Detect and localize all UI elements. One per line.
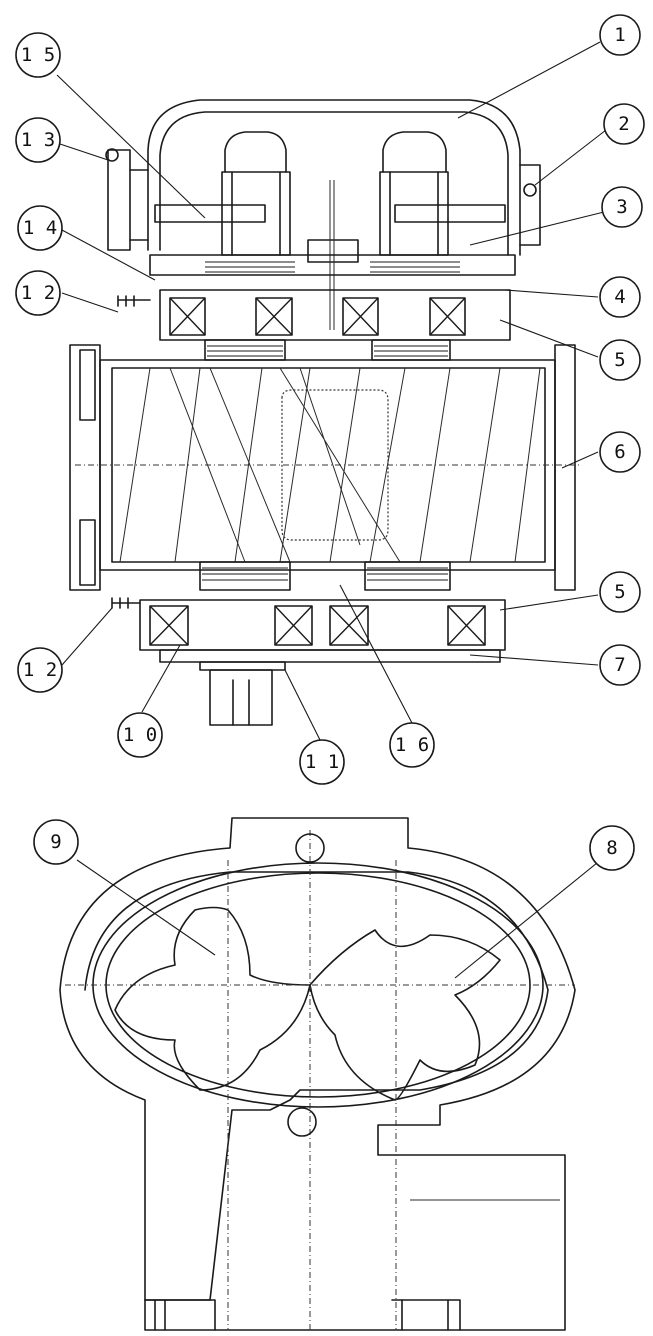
callout-label: 1 2 xyxy=(21,282,55,304)
cross-section-view xyxy=(59,817,576,1331)
callout-label: 4 xyxy=(614,286,625,308)
callout-label: 8 xyxy=(606,837,617,859)
callout-12-upper: 1 2 xyxy=(15,270,61,316)
callout-11: 1 1 xyxy=(299,739,345,785)
callout-label: 1 xyxy=(614,24,625,46)
callout-15: 1 5 xyxy=(15,32,61,78)
callout-10: 1 0 xyxy=(117,712,163,758)
callout-label: 1 5 xyxy=(21,44,55,66)
callout-label: 2 xyxy=(618,113,629,135)
callout-1: 1 xyxy=(599,14,641,56)
callout-14: 1 4 xyxy=(17,205,63,251)
callout-5-upper: 5 xyxy=(599,339,641,381)
callout-label: 5 xyxy=(614,349,625,371)
callout-label: 7 xyxy=(614,654,625,676)
callout-3: 3 xyxy=(601,186,643,228)
callout-6: 6 xyxy=(599,431,641,473)
callout-label: 1 0 xyxy=(123,724,157,746)
callout-label: 1 1 xyxy=(305,751,339,773)
callout-2: 2 xyxy=(603,103,645,145)
callout-13: 1 3 xyxy=(15,117,61,163)
callout-label: 5 xyxy=(614,581,625,603)
sectional-view xyxy=(69,99,580,726)
callout-8: 8 xyxy=(589,825,635,871)
callout-label: 1 3 xyxy=(21,129,55,151)
callout-7: 7 xyxy=(599,644,641,686)
leader-lines xyxy=(56,41,614,979)
callout-4: 4 xyxy=(599,276,641,318)
callout-9: 9 xyxy=(33,819,79,865)
callout-label: 6 xyxy=(614,441,625,463)
callout-label: 1 2 xyxy=(23,659,57,681)
callout-16: 1 6 xyxy=(389,722,435,768)
callout-label: 1 4 xyxy=(23,217,57,239)
callout-label: 3 xyxy=(616,196,627,218)
callout-12-lower: 1 2 xyxy=(17,647,63,693)
callout-label: 1 6 xyxy=(395,734,429,756)
callout-label: 9 xyxy=(50,831,61,853)
callout-5-lower: 5 xyxy=(599,571,641,613)
